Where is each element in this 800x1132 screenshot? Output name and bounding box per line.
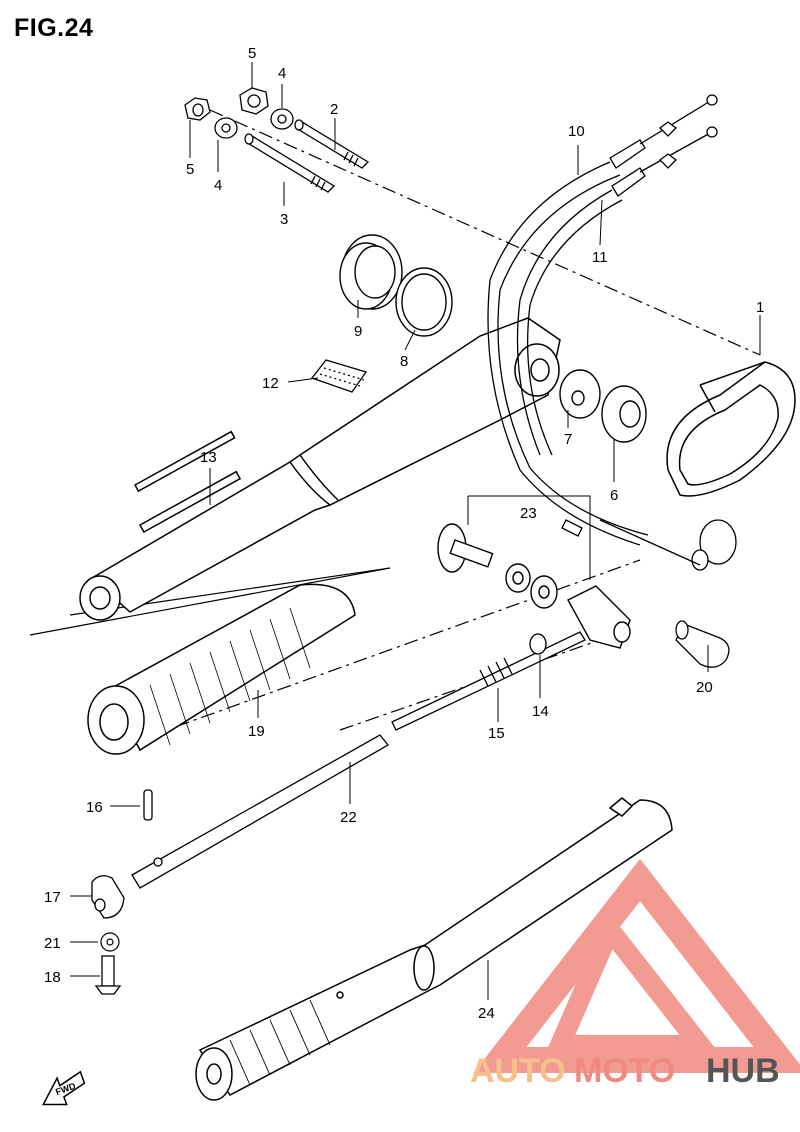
fwd-arrow-icon: FWD [42,1070,86,1106]
leader-lines [70,62,761,1000]
part-nut-5a [184,97,211,121]
callout-11: 11 [592,249,608,266]
part-washer-21 [100,932,120,952]
callout-2: 2 [330,101,338,118]
part-tiller-arm-24 [195,797,673,1101]
part-washer-4b [270,108,294,130]
callout-17: 17 [44,889,61,906]
part-plate-12 [310,359,368,393]
callout-23: 23 [520,505,537,522]
callout-24: 24 [478,1005,495,1022]
callout-14: 14 [532,703,549,720]
part-cover-1 [666,361,796,497]
callout-15: 15 [488,725,505,742]
part-grip-19 [87,583,356,755]
part-knob [561,519,737,571]
callout-4a: 4 [214,177,222,194]
part-collar-14 [529,633,547,655]
part-pin-16 [143,789,153,821]
part-cable-11 [516,126,718,456]
callout-4b: 4 [278,65,286,82]
part-friction-assembly-23 [437,523,631,649]
part-washer-7 [559,369,601,419]
watermark-part1: AUTO [470,1052,566,1090]
callout-12: 12 [262,375,279,392]
part-cap-20 [675,620,730,668]
callout-9: 9 [354,323,362,340]
callout-22: 22 [340,809,357,826]
callout-labels: 1 2 3 4 4 5 5 6 7 8 9 10 11 12 13 14 15 … [44,45,764,1022]
callout-19: 19 [248,723,265,740]
part-stud-3 [244,133,336,193]
callout-1: 1 [756,299,764,316]
part-bushing-6 [601,385,647,443]
callout-20: 20 [696,679,713,696]
part-nut-5b [239,87,269,115]
callout-8: 8 [400,353,408,370]
watermark-part3: HUB [706,1052,780,1090]
callout-13: 13 [200,449,217,466]
callout-18: 18 [44,969,61,986]
watermark-logo [473,858,800,1073]
part-joint-17 [91,875,125,919]
part-shaft-22 [131,734,389,889]
callout-16: 16 [86,799,103,816]
part-ring-8 [395,267,453,337]
callout-7: 7 [564,431,572,448]
callout-6: 6 [610,487,618,504]
callout-5a: 5 [186,161,194,178]
callout-5b: 5 [248,45,256,62]
callout-3: 3 [280,211,288,228]
part-washer-4a [214,117,238,139]
figure-title: FIG.24 [14,14,94,42]
part-cable-10 [487,94,718,546]
watermark-part2: MOTO [574,1052,675,1090]
callout-21: 21 [44,935,61,952]
part-screw-18 [94,955,122,995]
part-tiller-handle-13 [79,317,561,621]
part-rod-15 [391,631,586,731]
callout-10: 10 [568,123,585,140]
watermark-text: AUTO MOTO HUB [470,1052,780,1090]
part-seal-9 [339,234,403,310]
part-stud-2 [294,119,370,169]
